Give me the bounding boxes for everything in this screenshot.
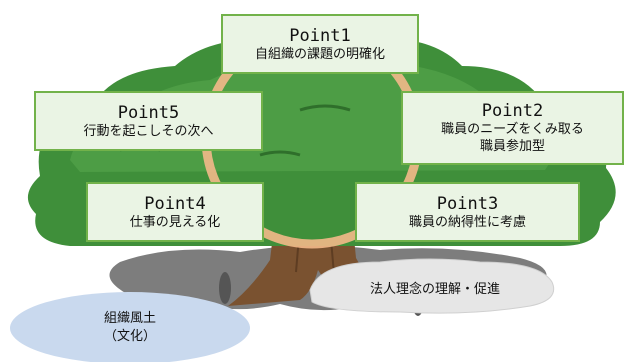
point3-box: Point3 職員の納得性に考慮 (355, 182, 580, 242)
point5-text: 行動を起こしその次へ (83, 123, 214, 139)
point1-text: 自組織の課題の明確化 (254, 46, 385, 62)
culture-label: 組織風土 （文化） (60, 303, 200, 353)
philosophy-label: 法人理念の理解・促進 (330, 276, 540, 304)
point5-title: Point5 (117, 102, 180, 123)
point2-text-line2: 職員参加型 (479, 139, 545, 154)
point2-box: Point2 職員のニーズをくみ取る 職員参加型 (401, 91, 624, 165)
point2-title: Point2 (481, 101, 544, 121)
point1-title: Point1 (289, 25, 351, 46)
point1-box: Point1 自組織の課題の明確化 (221, 14, 419, 74)
point2-text-line1: 職員のニーズをくみ取る (441, 122, 584, 137)
philosophy-cloud (309, 258, 555, 314)
culture-cloud (10, 292, 250, 362)
person-silhouette-left (219, 272, 231, 304)
culture-text-line2: （文化） (103, 329, 156, 344)
point4-title: Point4 (144, 193, 206, 214)
point3-title: Point3 (436, 193, 499, 214)
point4-box: Point4 仕事の見える化 (86, 182, 264, 242)
point4-text: 仕事の見える化 (129, 214, 221, 230)
culture-text-line1: 組織風土 (103, 311, 156, 326)
point3-text: 職員の納得性に考慮 (408, 214, 526, 230)
point5-box: Point5 行動を起こしその次へ (34, 91, 263, 151)
philosophy-text: 法人理念の理解・促進 (369, 282, 500, 297)
